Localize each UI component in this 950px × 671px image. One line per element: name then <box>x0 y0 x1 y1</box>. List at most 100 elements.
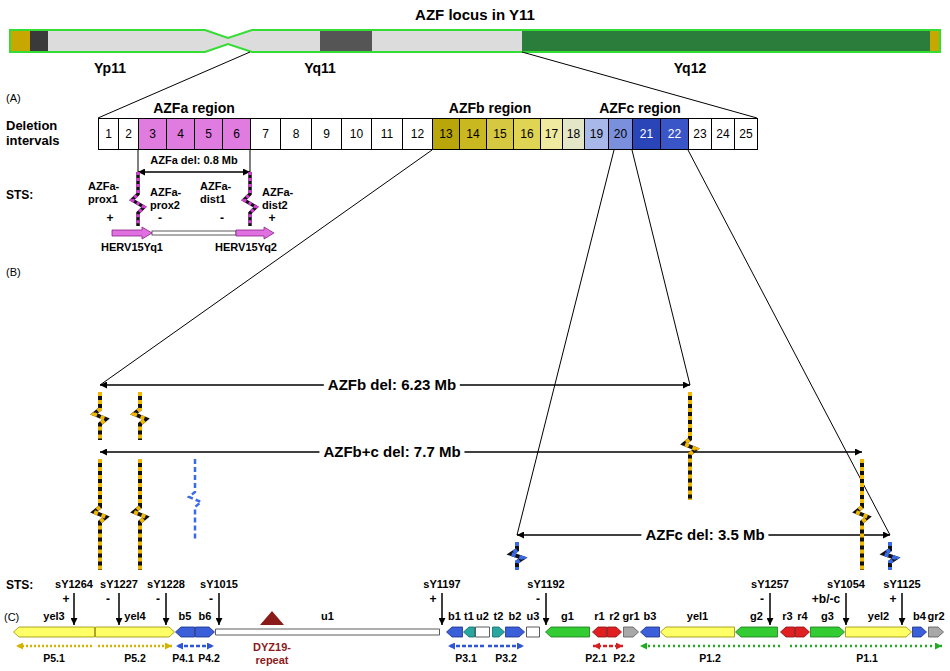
herv-label: HERV15Yq1 <box>101 241 163 254</box>
amplicon-arrow: b4 <box>912 610 927 640</box>
herv-arrow <box>236 227 274 239</box>
arrow-shape <box>810 626 845 638</box>
breakpoint-zigzag <box>511 542 523 570</box>
interval-number: 15 <box>493 127 506 141</box>
palindrome-arrow <box>593 645 607 648</box>
breakpoint-zigzag <box>94 392 106 440</box>
breakpoint-zigzag <box>856 459 868 570</box>
sts-arrow <box>545 593 547 625</box>
arrow-body <box>216 629 440 635</box>
interval-number: 21 <box>640 127 653 141</box>
interval-cell: 9 <box>311 118 342 150</box>
palindrome-arrow <box>790 645 942 648</box>
guide-line <box>138 150 139 172</box>
amplicon-name: r4 <box>797 610 807 623</box>
sts-arrow <box>441 593 443 625</box>
arrow-body <box>736 627 778 637</box>
amplicon-name: b2 <box>509 610 522 623</box>
arrow-body <box>447 627 463 637</box>
breakpoint-zigzag <box>94 459 106 570</box>
palindrome-label: P2.2 <box>613 652 635 665</box>
palindrome-label: P1.2 <box>699 652 721 665</box>
sts-arrow <box>118 593 120 625</box>
interval-number: 6 <box>233 127 240 141</box>
amplicon-name: g2 <box>750 610 763 623</box>
arrow-shape <box>475 626 490 638</box>
interval-cell: 10 <box>341 118 372 150</box>
palindrome-label: P3.2 <box>495 652 517 665</box>
arrow-shape <box>175 626 195 638</box>
palindrome-arrow <box>16 645 92 648</box>
interval-cell: 12 <box>402 118 433 150</box>
arrow-body <box>641 627 660 637</box>
sts-marker: sY1015 <box>200 578 238 591</box>
sts-marker: sY1054 <box>827 578 865 591</box>
palindrome-label: P5.1 <box>43 652 65 665</box>
palindrome-arrow <box>176 645 194 648</box>
breakpoint-zigzag <box>134 392 146 440</box>
interval-number: 20 <box>614 127 627 141</box>
interval-cell: 2 <box>118 118 139 150</box>
herv-arrow <box>112 227 152 239</box>
sts-result: + <box>429 592 436 606</box>
interval-cell: 18 <box>562 118 585 150</box>
interval-number: 11 <box>381 127 393 141</box>
interval-cell: 19 <box>584 118 609 150</box>
interval-cell: 23 <box>688 118 712 150</box>
amplicon-arrow: b1 <box>446 610 463 640</box>
amplicon-arrow: yel4 <box>95 610 175 640</box>
arrow-shape <box>912 626 927 638</box>
arrow-shape <box>607 626 622 638</box>
band-label: Yp11 <box>94 60 126 77</box>
interval-cell: 13 <box>432 118 460 150</box>
arrow-shape <box>95 626 175 638</box>
amplicon-name: u1 <box>321 610 334 623</box>
palindrome-arrow <box>488 645 524 648</box>
interval-number: 4 <box>177 127 184 141</box>
amplicon-name: t1 <box>464 610 474 623</box>
arrow-shape <box>928 626 944 638</box>
amplicon-arrow: yel3 <box>13 610 95 640</box>
row-heading: Deletion intervals <box>6 118 94 148</box>
amplicon-name: r1 <box>594 610 604 623</box>
amplicon-name: g3 <box>821 610 834 623</box>
guide-line <box>688 150 890 535</box>
sts-marker: sY1227 <box>100 578 138 591</box>
breakpoint-zigzag <box>132 172 144 226</box>
sts-result: - <box>209 592 213 606</box>
interval-number: 22 <box>668 127 681 141</box>
sts-arrow <box>845 593 847 625</box>
arrow-body <box>96 627 175 637</box>
amplicon-arrow: yel1 <box>660 610 735 640</box>
interval-number: 17 <box>545 127 558 141</box>
interval-cell: 15 <box>486 118 514 150</box>
arrow-shape <box>795 626 810 638</box>
amplicon-name: b5 <box>179 610 192 623</box>
interval-cell: 17 <box>540 118 563 150</box>
interval-cell: 11 <box>371 118 403 150</box>
sts-arrow <box>769 593 771 625</box>
arrow-body <box>14 627 95 637</box>
palindrome-arrow <box>609 645 623 648</box>
amplicon-name: t2 <box>494 610 504 623</box>
interval-cell: 22 <box>660 118 689 150</box>
arrow-body <box>608 627 622 637</box>
arrow-shape <box>623 626 639 638</box>
amplicon-name: yel4 <box>124 610 145 623</box>
arrow-body <box>913 627 927 637</box>
region-label: AZFb region <box>449 100 531 117</box>
amplicon-name: b4 <box>913 610 926 623</box>
guide-line <box>517 150 614 535</box>
guide-line <box>100 150 432 385</box>
interval-cell: 5 <box>194 118 223 150</box>
arrow-shape <box>660 626 735 638</box>
interval-number: 7 <box>262 127 269 141</box>
interval-number: 14 <box>466 127 479 141</box>
interval-cell: 3 <box>138 118 167 150</box>
title: AZF locus in Y11 <box>415 6 535 24</box>
interval-cell: 8 <box>280 118 312 150</box>
repeat-label: DYZ19- repeat <box>250 641 294 667</box>
amplicon-arrow: g2 <box>735 610 778 640</box>
sts-arrow <box>901 593 903 625</box>
interval-cell: 4 <box>166 118 195 150</box>
